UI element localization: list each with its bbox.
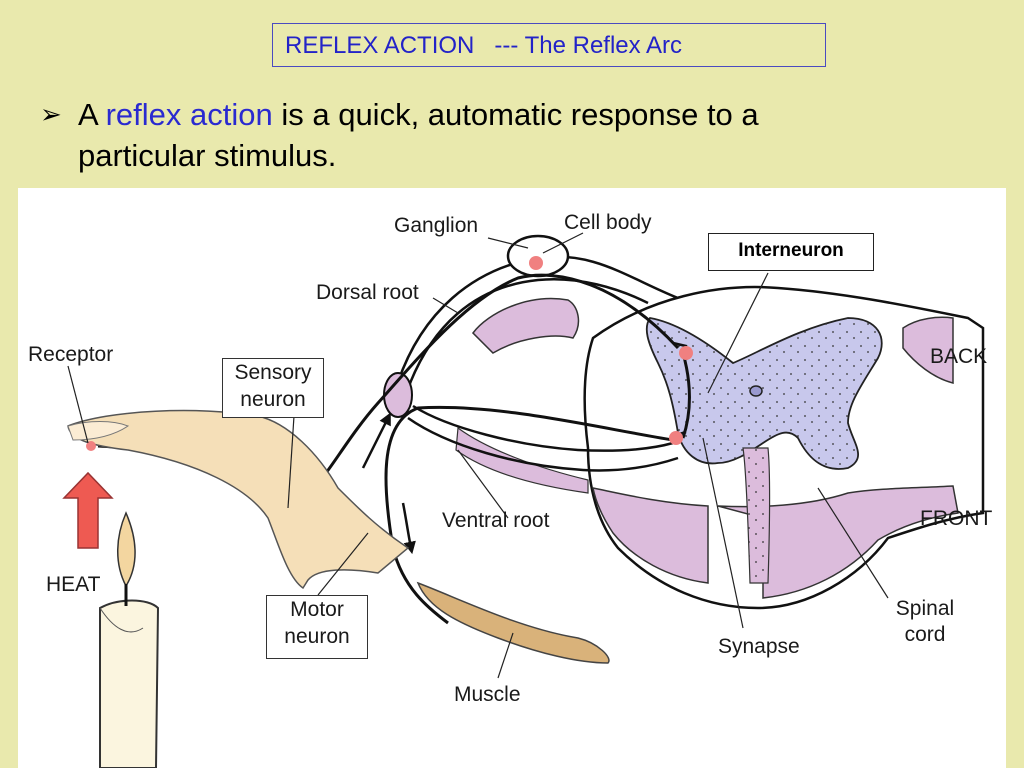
spinal-cord-label: Spinal cord	[890, 596, 960, 648]
front-label: FRONT	[920, 507, 993, 530]
diagram-drawing	[62, 232, 985, 768]
flame-icon	[117, 511, 136, 588]
sensory-neuron-line1: Sensory	[234, 361, 312, 384]
ganglion-shape	[506, 234, 570, 278]
cell-body-dot	[529, 256, 543, 270]
receptor-dot	[86, 441, 96, 451]
muscle-shape	[416, 581, 610, 664]
ganglion-label: Ganglion	[394, 214, 479, 237]
heat-label: HEAT	[46, 573, 101, 596]
candle	[99, 511, 160, 768]
cell-body-label: Cell body	[564, 211, 652, 234]
bullet-rest: is a quick, automatic response to a part…	[78, 97, 759, 173]
motor-neuron-line2: neuron	[284, 625, 350, 648]
back-label: BACK	[930, 345, 988, 368]
ventral-root-label: Ventral root	[442, 509, 550, 532]
receptor-label: Receptor	[28, 343, 114, 366]
dorsal-root-label: Dorsal root	[316, 281, 419, 304]
spinal-cord	[455, 285, 985, 610]
bullet-highlight: reflex action	[105, 97, 273, 132]
sensory-neuron-label: Sensory neuron	[222, 358, 324, 418]
spinal-cord-line2: cord	[904, 623, 946, 646]
motor-neuron-line1: Motor	[290, 598, 344, 621]
leader-lines	[67, 232, 889, 679]
synapse-dot	[669, 431, 683, 445]
slide-title: REFLEX ACTION --- The Reflex Arc	[272, 23, 826, 67]
interneuron-label: Interneuron	[708, 233, 874, 271]
bullet-arrow-icon: ➢	[40, 99, 62, 129]
sensory-neuron-line2: neuron	[240, 388, 306, 411]
bullet-text: A reflex action is a quick, automatic re…	[78, 94, 878, 176]
muscle-label: Muscle	[454, 683, 521, 706]
motor-neuron-label: Motor neuron	[266, 595, 368, 659]
spinal-cord-line1: Spinal	[895, 597, 955, 620]
heat-arrow-icon	[62, 471, 114, 549]
reflex-arc-diagram: Ganglion Cell body Interneuron Dorsal ro…	[18, 188, 1006, 768]
synapse-label: Synapse	[718, 635, 800, 658]
bullet-prefix: A	[78, 97, 106, 132]
interneuron-dot-upper	[679, 346, 693, 360]
